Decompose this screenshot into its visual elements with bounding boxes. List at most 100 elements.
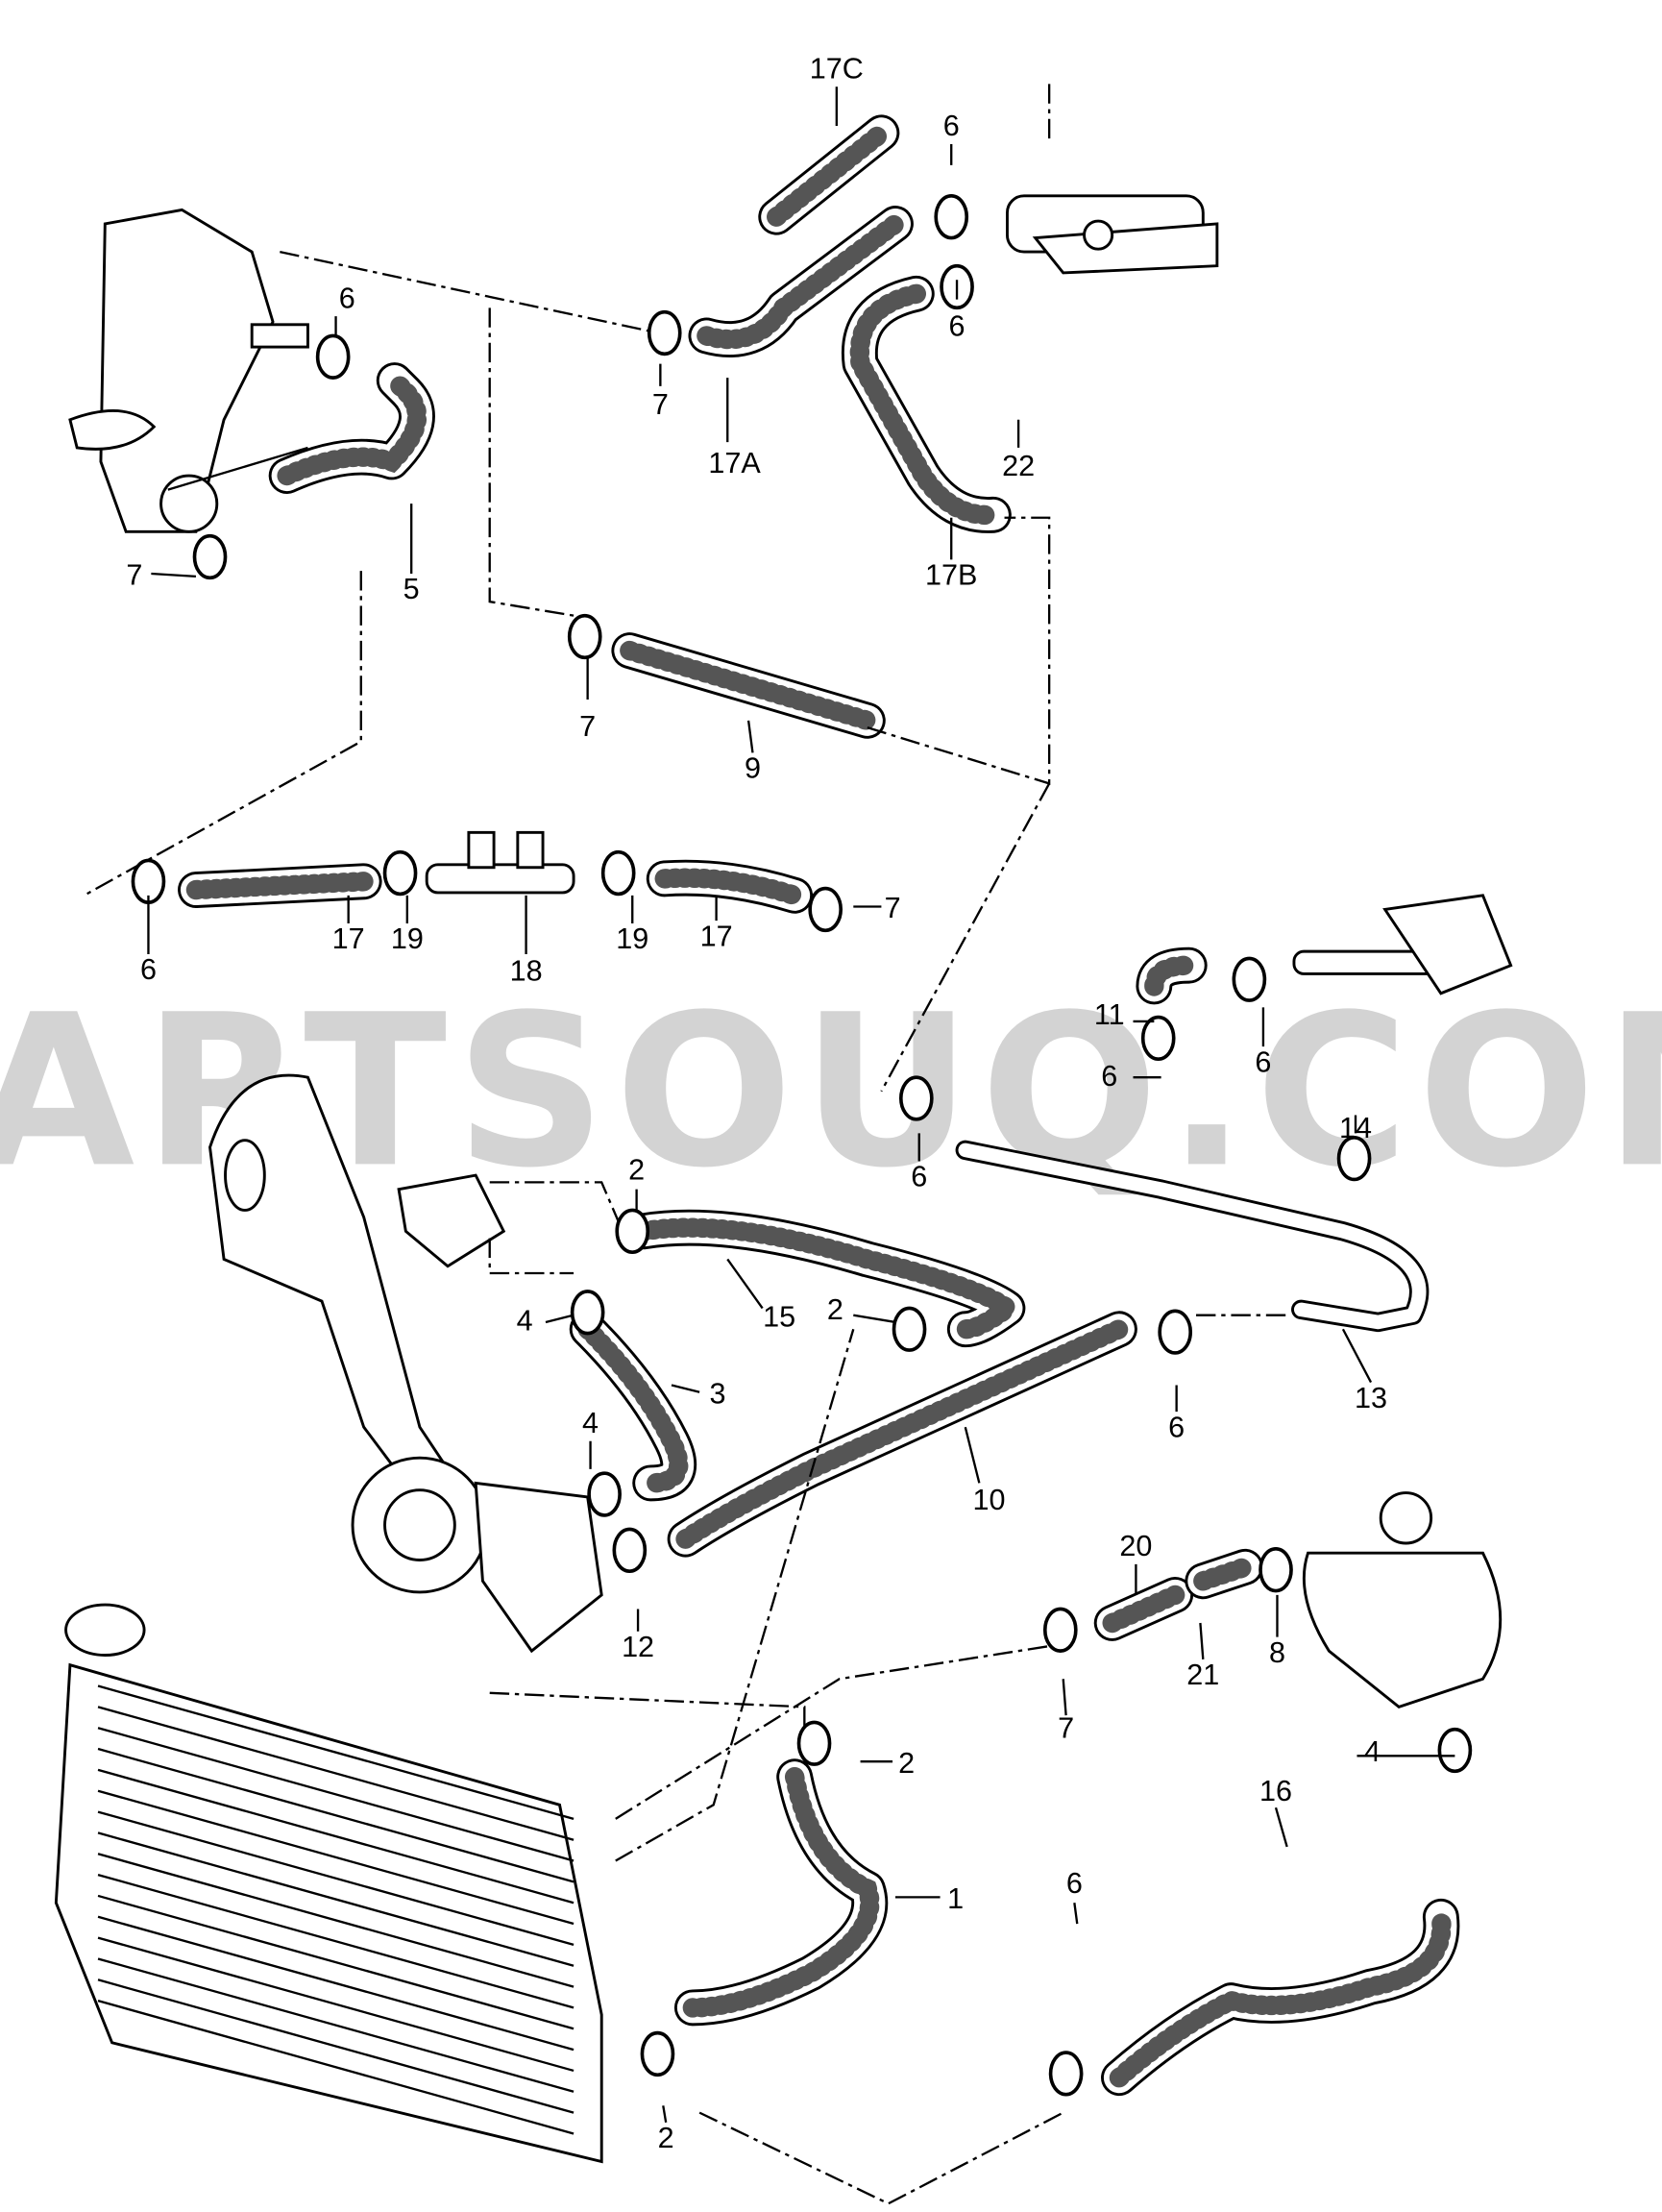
radiator-fin (97, 1915, 574, 2052)
radiator-fin (97, 1810, 574, 1947)
hose-17-right (646, 859, 814, 914)
callout-19: 19 (391, 922, 424, 955)
hose-clamp (600, 849, 636, 897)
hoses (178, 114, 1460, 2097)
hose-clamp (898, 1075, 934, 1121)
connector-pipe (1292, 894, 1513, 995)
radiator-fin (97, 1706, 574, 1841)
callout-13: 13 (1355, 1382, 1387, 1414)
hose-21 (1185, 1548, 1263, 1600)
callout-7: 7 (579, 710, 596, 743)
callout-6: 6 (140, 953, 157, 986)
callout-6: 6 (1168, 1411, 1185, 1443)
callout-15: 15 (763, 1300, 795, 1333)
radiator-fin (97, 1979, 574, 2114)
callout-7: 7 (1058, 1711, 1074, 1744)
hose-clamp (615, 1208, 650, 1254)
engine-block (208, 1073, 603, 1654)
hose-clamp (192, 533, 228, 580)
hose-clamp (1232, 956, 1267, 1002)
callout-4: 4 (582, 1407, 599, 1439)
callout-6: 6 (339, 282, 355, 314)
radiator-fin (97, 1873, 574, 2009)
callout-2: 2 (827, 1293, 843, 1326)
radiator-fin (97, 1747, 574, 1883)
callout-7: 7 (126, 559, 142, 592)
hose-15 (624, 1209, 1026, 1348)
hose-10 (667, 1311, 1137, 1558)
callout-9: 9 (745, 752, 761, 785)
hose-clamp (1048, 2051, 1084, 2097)
callout-20: 20 (1119, 1530, 1152, 1562)
callout-5: 5 (403, 573, 420, 605)
callout-8: 8 (1269, 1636, 1285, 1669)
callout-4: 4 (517, 1305, 533, 1338)
callout-1: 1 (947, 1882, 964, 1915)
hose-clamp (1336, 1135, 1372, 1182)
hose-1 (673, 1758, 889, 2027)
callout-17: 17 (332, 922, 365, 955)
hose-clamp (934, 194, 969, 240)
hose-clamp (1158, 1309, 1193, 1355)
hose-clamp (587, 1471, 622, 1517)
hose-3 (569, 1311, 697, 1502)
t-piece-18 (425, 830, 575, 895)
hose-clamp (315, 333, 351, 380)
hose-clamp (1140, 1015, 1176, 1062)
hose-17b (841, 275, 1012, 533)
callout-2: 2 (658, 2122, 674, 2154)
hose-16 (1101, 1898, 1460, 2097)
hose-clamp (612, 1527, 648, 1573)
radiator-fin (97, 1768, 574, 1905)
callout-4: 4 (1364, 1735, 1381, 1768)
radiator (54, 1603, 603, 2164)
callout-10: 10 (973, 1484, 1006, 1516)
callout-6: 6 (1066, 1867, 1083, 1900)
callouts: 17C 6 6 7 17A 6 22 17B 5 7 7 9 6 17 19 1… (126, 53, 1387, 2154)
hose-clamp (1437, 1727, 1473, 1774)
heater-valve (1006, 194, 1219, 275)
hose-17-left (178, 863, 382, 908)
hose-5 (268, 362, 435, 494)
callout-2: 2 (628, 1153, 645, 1186)
radiator-fin (97, 1727, 574, 1862)
hose-clamp (570, 1290, 605, 1336)
callout-6: 6 (1255, 1045, 1271, 1078)
radiator-fin (97, 1936, 574, 2073)
radiator-fin (97, 1684, 574, 1820)
callout-6: 6 (1101, 1060, 1117, 1093)
hose-clamp (808, 886, 843, 933)
carburettor (68, 208, 309, 533)
callout-7: 7 (652, 388, 669, 421)
radiator-fin (97, 1789, 574, 1926)
hose-clamp (1042, 1607, 1078, 1653)
hose-17a (688, 206, 914, 357)
callout-6: 6 (911, 1161, 927, 1193)
hose-clamp (567, 613, 602, 660)
callout-21: 21 (1186, 1659, 1219, 1691)
radiator-fin (97, 1894, 574, 2030)
hose-clamp (640, 2030, 675, 2077)
callout-17: 17 (700, 920, 733, 952)
callout-16: 16 (1259, 1775, 1292, 1807)
callout-18: 18 (510, 955, 543, 988)
callout-2: 2 (898, 1747, 915, 1780)
callout-17c: 17C (810, 53, 864, 86)
hose-clamp (796, 1720, 832, 1766)
callout-11: 11 (1094, 998, 1125, 1031)
hose-clamp (892, 1306, 927, 1352)
callout-19: 19 (616, 922, 648, 955)
hose-17c (758, 114, 900, 235)
radiator-fin (97, 1957, 574, 2093)
hose-11 (1136, 946, 1208, 1005)
callout-17b: 17B (925, 559, 977, 592)
expansion-tank (1302, 1491, 1503, 1709)
radiator-fin (97, 2000, 574, 2135)
callout-7: 7 (885, 892, 901, 924)
hose-clamp (1259, 1547, 1293, 1593)
radiator-fin (97, 1853, 574, 1988)
callout-3: 3 (710, 1377, 726, 1410)
callout-6: 6 (943, 110, 960, 142)
callout-6: 6 (949, 309, 965, 342)
